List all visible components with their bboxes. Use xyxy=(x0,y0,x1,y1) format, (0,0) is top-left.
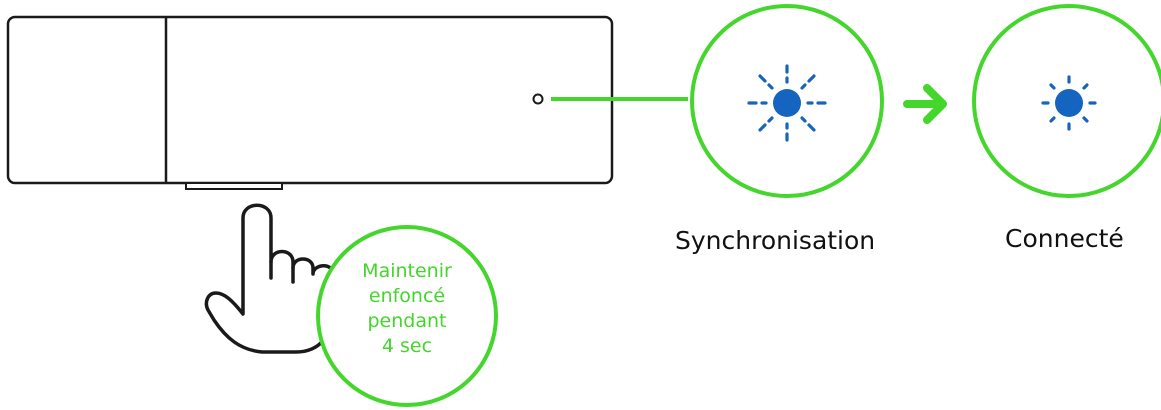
led-solid-icon xyxy=(1041,75,1097,131)
arrow-right-icon xyxy=(903,84,947,124)
device-led xyxy=(532,93,544,105)
hold-instruction-circle xyxy=(316,225,498,407)
hold-instruction-text: Maintenir enfoncé pendant 4 sec xyxy=(318,259,496,359)
connected-indicator xyxy=(972,4,1161,198)
syncing-indicator xyxy=(690,4,884,198)
hold-line-4: 4 sec xyxy=(381,335,433,357)
led-blinking-icon xyxy=(747,64,827,142)
connected-label: Connecté xyxy=(1005,224,1124,253)
device xyxy=(6,15,614,190)
device-button xyxy=(185,182,283,190)
hold-line-2: enfoncé xyxy=(368,285,446,307)
hold-line-3: pendant xyxy=(367,310,447,332)
syncing-label: Synchronisation xyxy=(675,226,876,255)
pointing-hand-icon xyxy=(204,203,335,354)
hold-line-1: Maintenir xyxy=(362,260,452,282)
